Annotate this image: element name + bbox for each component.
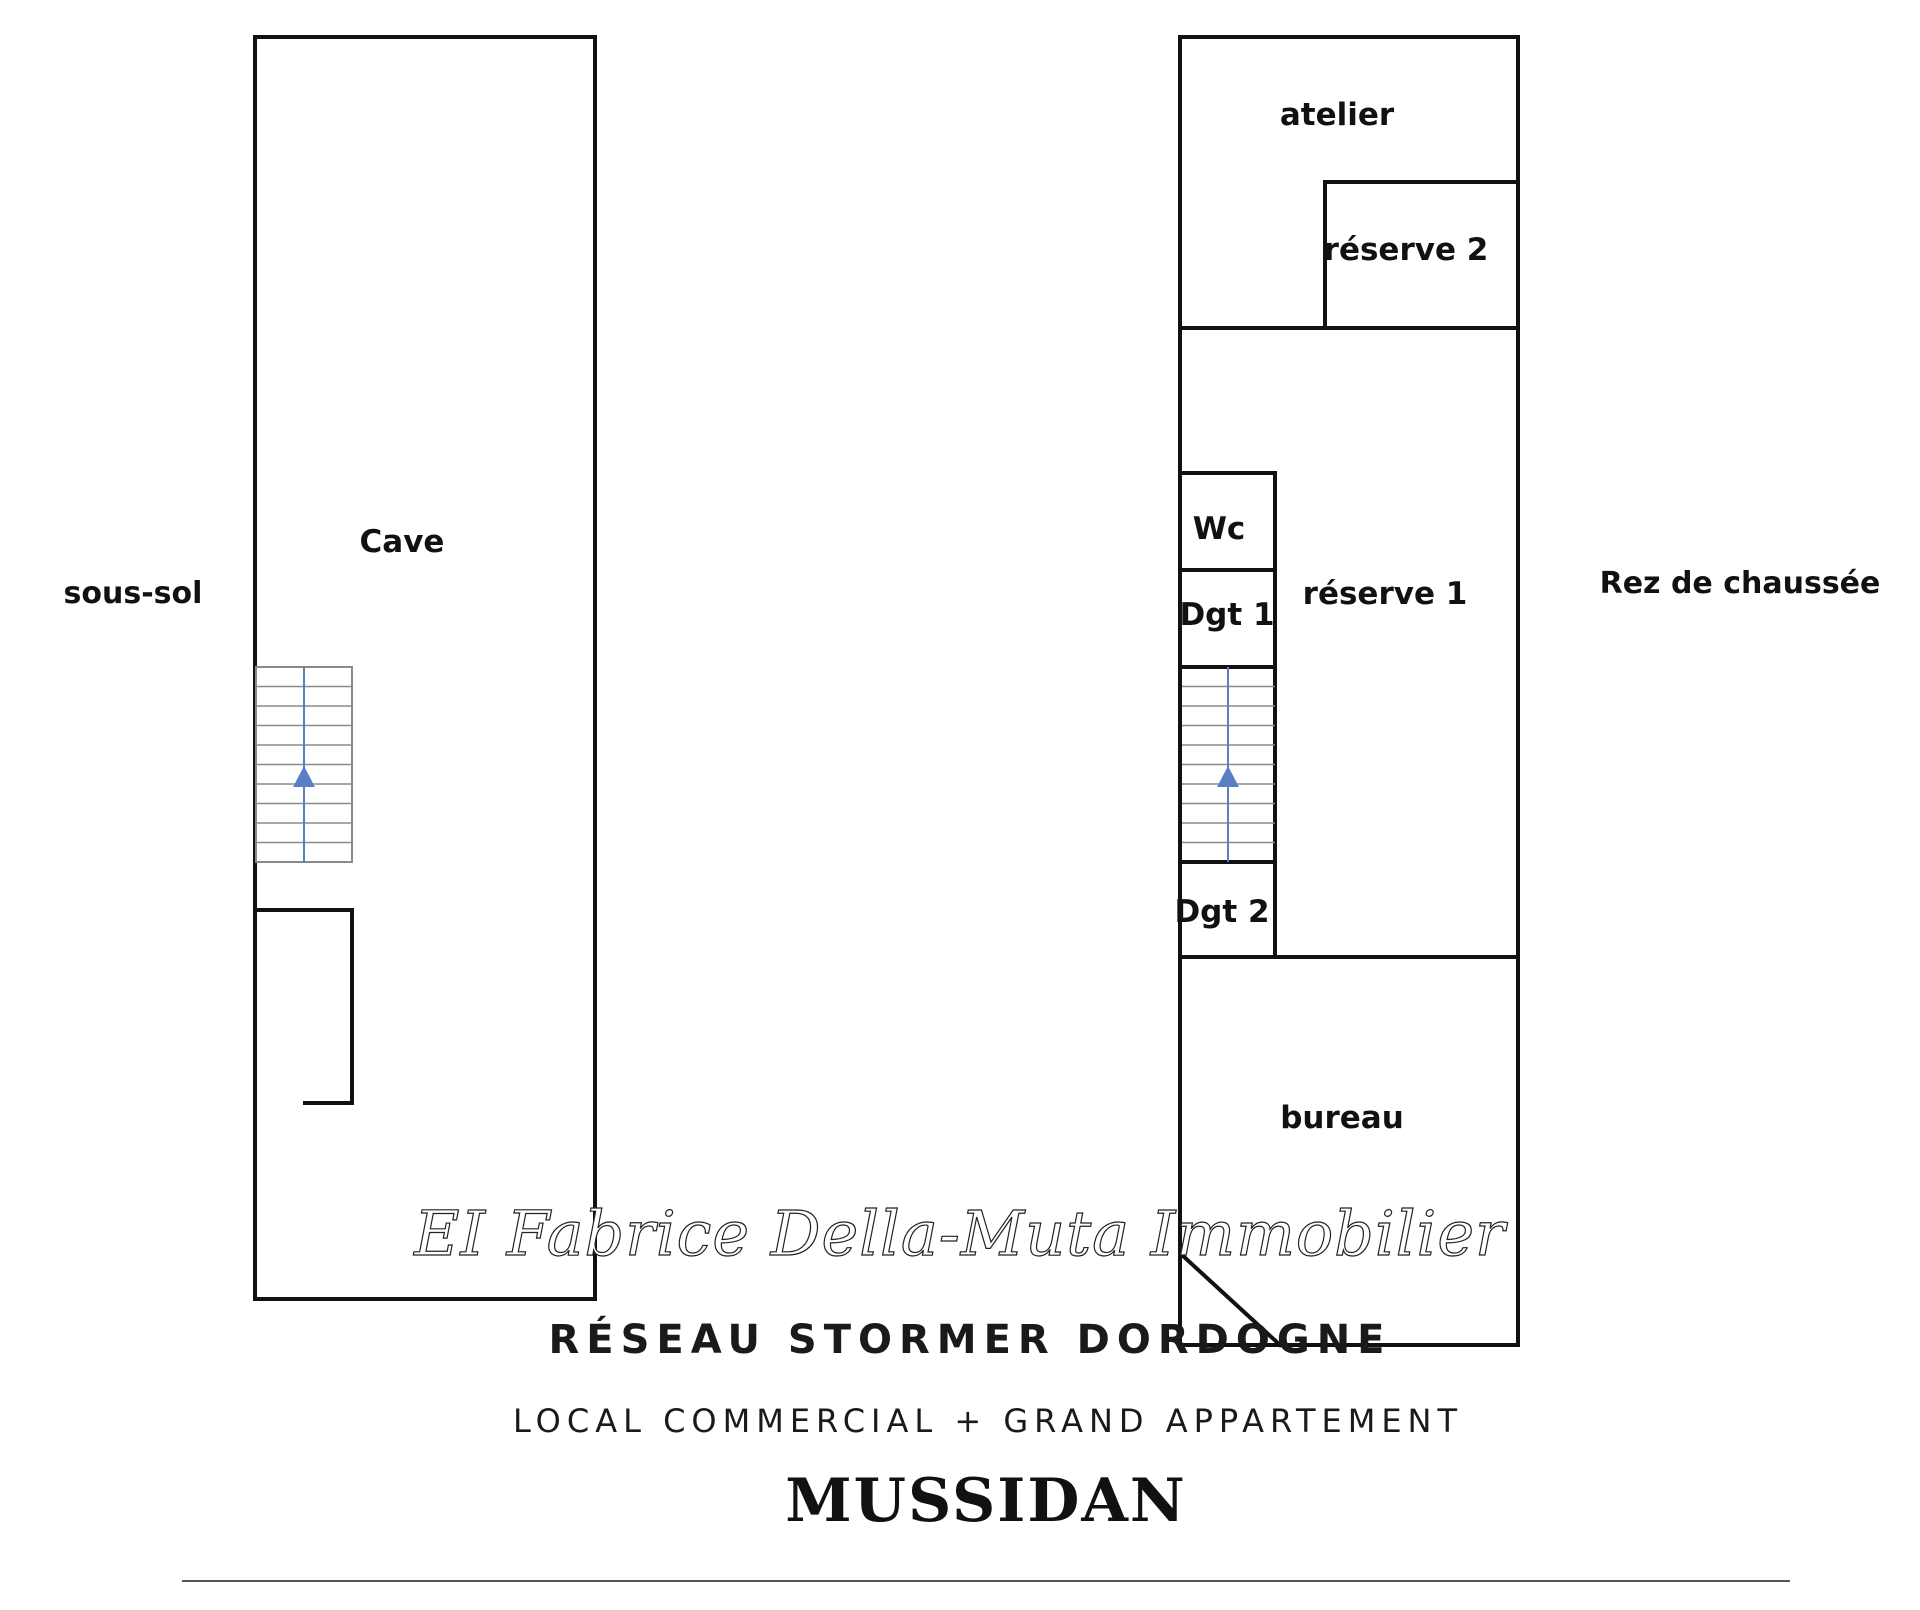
entrance-door [1179,1252,1283,1348]
floor-label-ground: Rez de chaussée [1600,566,1881,601]
ground-outline [1178,35,1520,1347]
branding: EI Fabrice Della-Muta Immobilier RÉSEAU … [182,1196,1790,1582]
room-label-bureau: bureau [1280,1100,1404,1136]
room-label-reserve1: réserve 1 [1303,576,1468,612]
stair-arrow-icon [1217,766,1239,787]
property-type: LOCAL COMMERCIAL + GRAND APPARTEMENT [513,1402,1463,1440]
room-label-atelier: atelier [1280,97,1395,133]
basement-stairs [255,666,353,863]
room-label-wc: Wc [1193,511,1246,547]
city-name: MUSSIDAN [785,1466,1187,1536]
ground-floor-plan: atelier réserve 2 Wc Dgt 1 réserve 1 Dgt… [1174,35,1881,1348]
stair-arrow-icon [293,766,315,787]
reserve2-walls [1323,180,1520,330]
floor-label-basement: sous-sol [64,576,203,611]
basement-plan: Cave sous-sol [64,35,597,1301]
ground-stairs [1182,667,1275,862]
agency-name: RÉSEAU STORMER DORDOGNE [549,1315,1392,1363]
room-label-reserve2: réserve 2 [1324,232,1489,268]
signature-watermark: EI Fabrice Della-Muta Immobilier [413,1197,1508,1270]
room-label-dgt2: Dgt 2 [1174,894,1269,930]
room-label-dgt1: Dgt 1 [1179,597,1274,633]
room-label-cave: Cave [360,524,445,560]
cave-partition [254,908,354,1105]
